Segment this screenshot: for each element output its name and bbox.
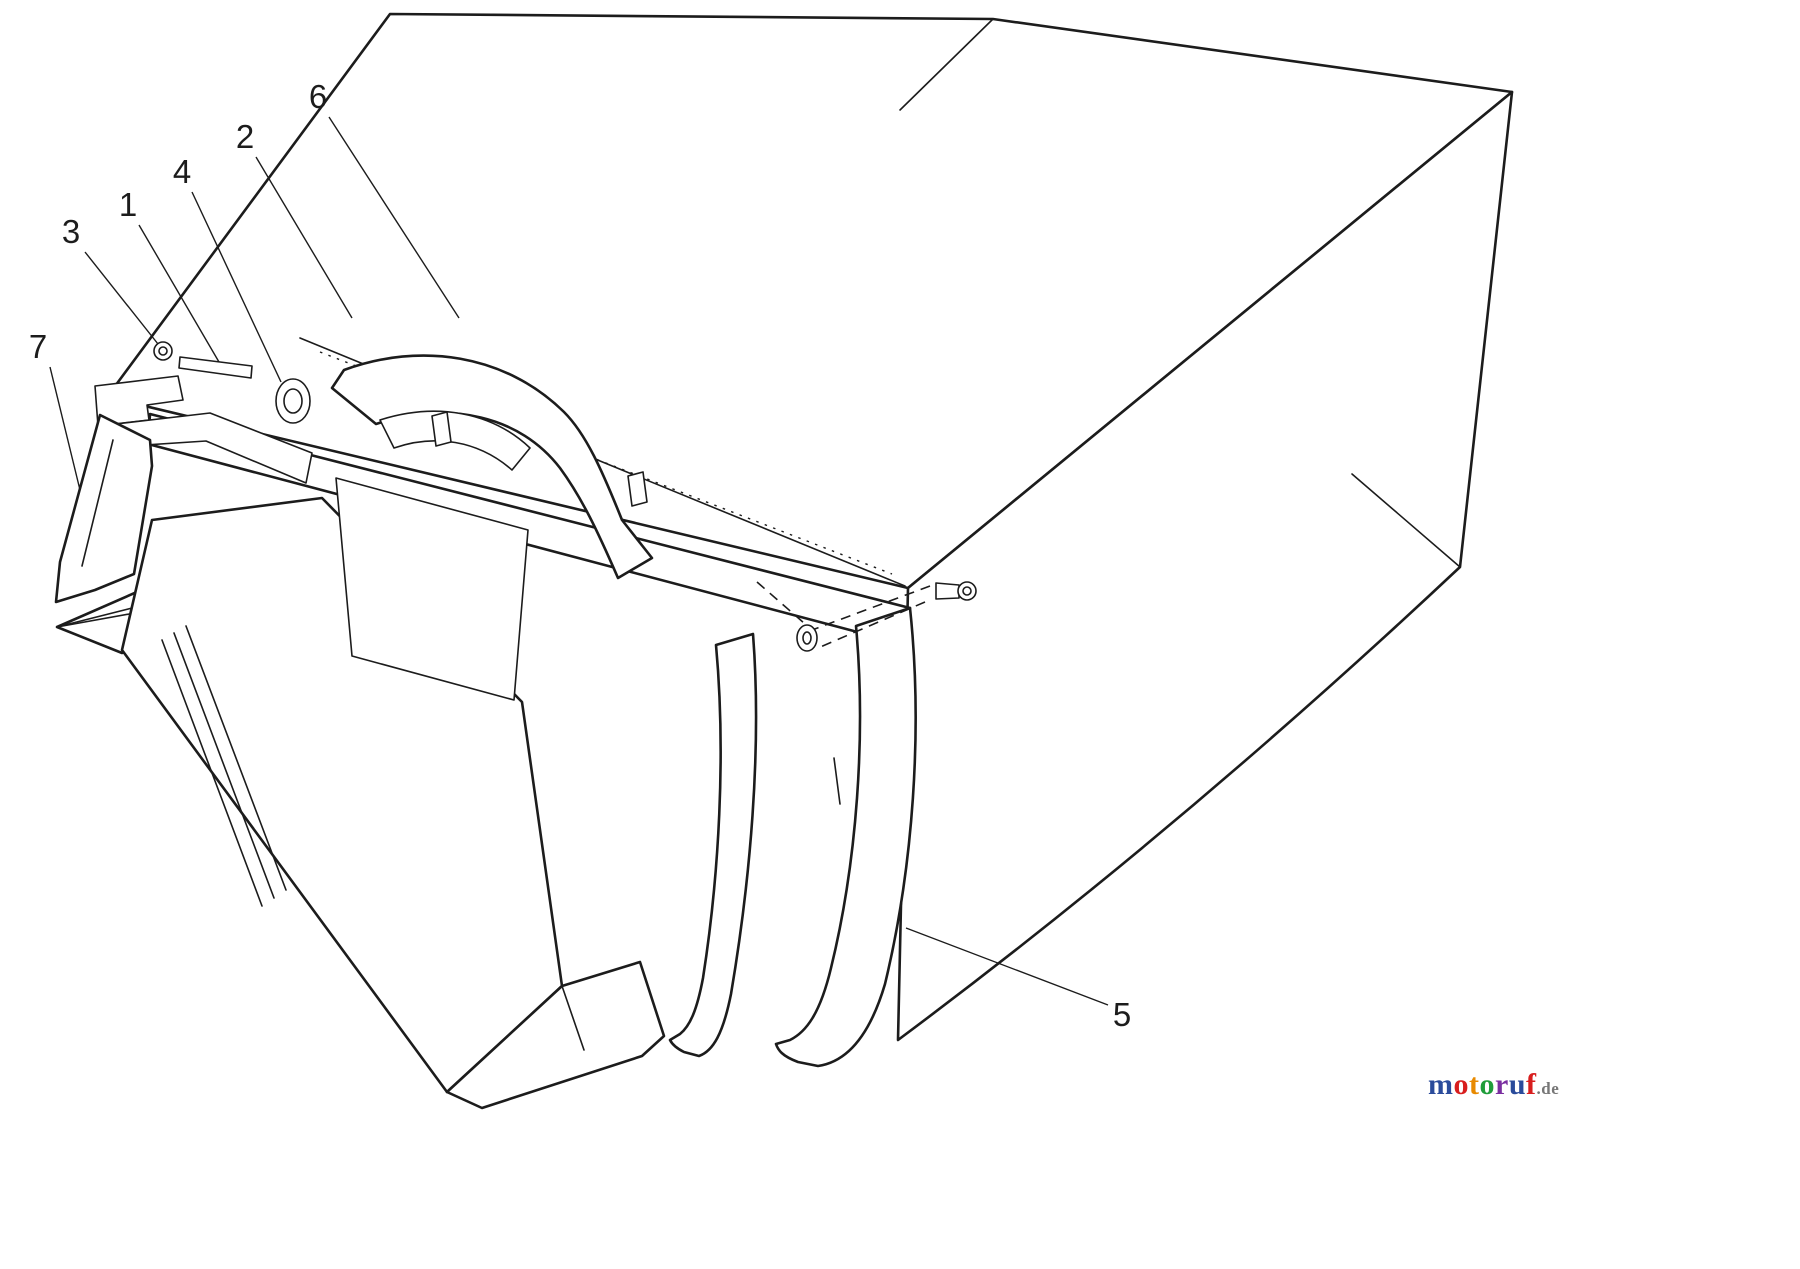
logo-letter: t — [1469, 1068, 1480, 1101]
leader-3 — [84, 251, 159, 345]
logo-letter: o — [1479, 1068, 1495, 1101]
carry-handle — [330, 354, 654, 580]
logo-letter: r — [1495, 1068, 1509, 1101]
leader-2 — [255, 156, 353, 319]
grass-bag — [105, 12, 1514, 1042]
hidden-line-1 — [811, 585, 931, 631]
bag-top-crease — [899, 18, 994, 111]
logo-letter: u — [1508, 1068, 1527, 1101]
watermark-logo: motoruf.de — [1428, 1068, 1559, 1102]
channel-hook-2 — [627, 471, 648, 507]
callout-label-7: 7 — [29, 328, 47, 365]
grommet-left-inner — [283, 388, 303, 414]
front-panel-rib-1 — [161, 639, 263, 907]
callout-label-6: 6 — [309, 78, 327, 115]
logo-letter: f — [1526, 1068, 1537, 1101]
bottom-chute-edge — [561, 985, 585, 1051]
hardware — [153, 341, 977, 652]
leader-6 — [328, 116, 460, 319]
grommet-left-outer — [275, 378, 311, 424]
screw-right-center — [962, 586, 972, 596]
hidden-line-3 — [756, 581, 813, 631]
bag-stitch-seam — [319, 351, 893, 575]
callout-label-5: 5 — [1113, 996, 1131, 1033]
leader-5 — [905, 927, 1109, 1006]
hinge-rod — [178, 356, 253, 379]
left-side-plate — [54, 413, 154, 604]
screw-left-center — [158, 346, 168, 356]
leader-4 — [191, 191, 282, 383]
logo-suffix: .de — [1536, 1079, 1560, 1098]
left-side-plate-rib — [81, 439, 114, 567]
frame-assembly — [54, 354, 917, 1110]
screw-right-shaft — [935, 582, 960, 600]
logo-letter: m — [1428, 1068, 1454, 1101]
hidden-line-2 — [817, 601, 926, 649]
callout-labels: 1 2 3 4 5 6 7 — [29, 78, 1131, 1033]
channel-hook-1 — [431, 411, 452, 447]
logo-letter: o — [1453, 1068, 1469, 1101]
right-side-rail — [774, 606, 917, 1068]
bag-corner-crease — [1351, 473, 1461, 568]
leader-1 — [138, 224, 220, 363]
callout-label-3: 3 — [62, 213, 80, 250]
screw-right-head — [957, 581, 977, 601]
carry-handle-slot — [379, 410, 531, 471]
callout-label-2: 2 — [236, 118, 254, 155]
grommet-right-outer — [796, 624, 818, 652]
center-rail — [668, 632, 758, 1058]
grommet-right-inner — [802, 631, 812, 645]
front-panel-rib-3 — [185, 625, 287, 891]
callout-label-4: 4 — [173, 153, 191, 190]
right-rail-seam — [833, 757, 841, 805]
front-panel-rib-2 — [173, 632, 275, 899]
callout-label-1: 1 — [119, 186, 137, 223]
callout-leader-lines — [49, 116, 1109, 1006]
screw-left-head — [153, 341, 173, 361]
bag-right-face — [896, 90, 1514, 1042]
handle-mount-plate — [335, 477, 529, 701]
leader-7 — [49, 366, 81, 491]
